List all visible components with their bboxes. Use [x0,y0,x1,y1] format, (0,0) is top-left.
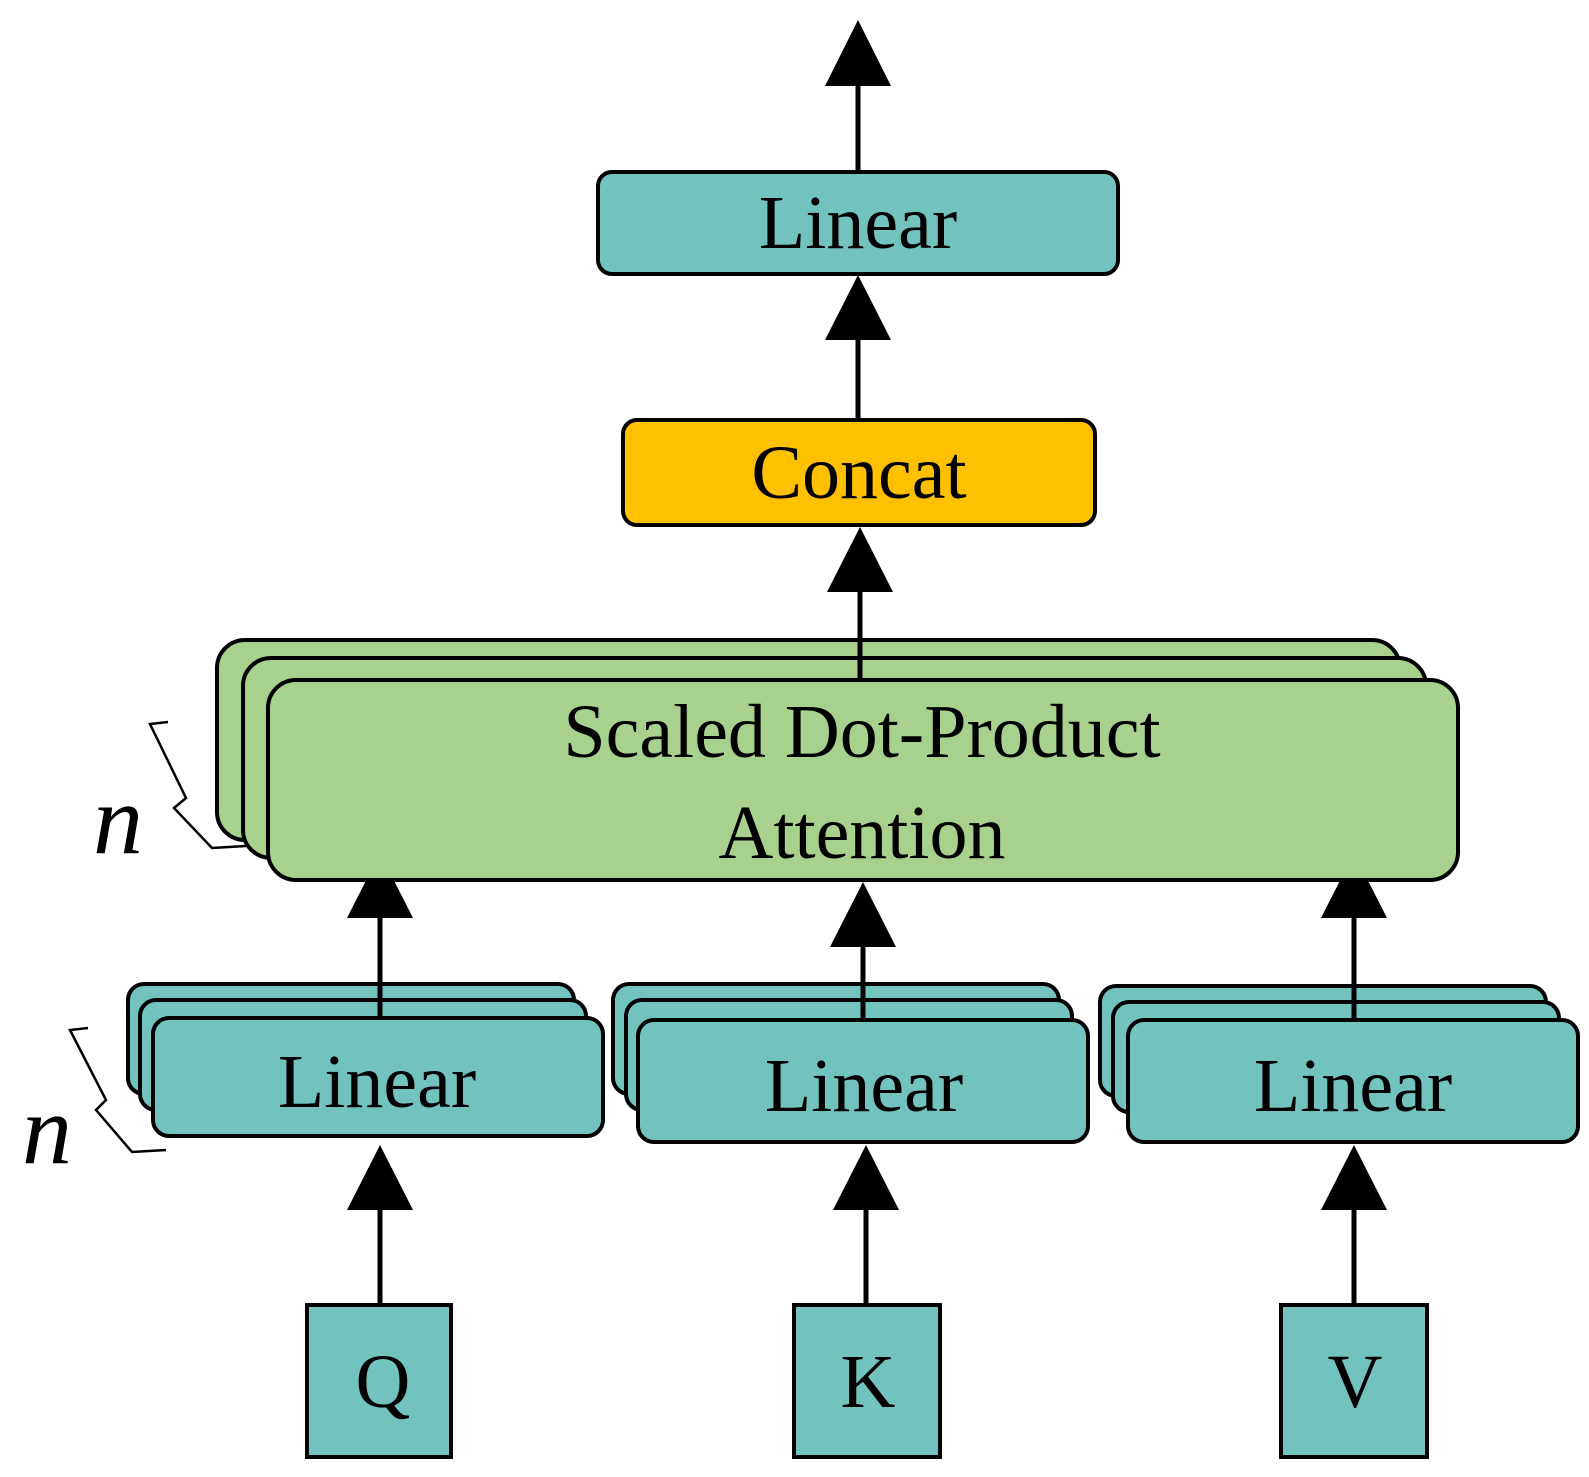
top-linear-label: Linear [759,181,957,265]
linear-stack-v: Linear [1098,908,1580,1144]
head-count-label-bottom: n [22,1075,72,1186]
concat-block: Concat [621,418,1097,527]
attention-stack: Scaled Dot-Product Attention [215,582,1460,882]
output-arrow [825,20,891,172]
linear-k-label: Linear [765,1044,963,1128]
input-v-label: V [1328,1340,1383,1424]
linear-stack-k: Linear [611,937,1090,1144]
head-count-label-top: n [93,765,143,876]
input-k: K [792,1200,942,1459]
head-count-brace-top: n [93,720,247,876]
attention-label-line2: Attention [718,791,1005,875]
linear-stack-q: Linear [126,908,605,1138]
input-v: V [1279,1200,1429,1459]
attention-label-line1: Scaled Dot-Product [563,690,1160,774]
concat-label: Concat [751,431,966,515]
head-count-brace-bottom: n [22,1026,167,1186]
input-q: Q [305,1200,453,1459]
top-linear-block: Linear [596,170,1120,276]
linear-q-label: Linear [278,1040,476,1124]
attention-layer-front [266,678,1460,882]
linear-v-label: Linear [1254,1044,1452,1128]
concat-to-linear-arrow [825,275,891,420]
input-k-label: K [841,1340,896,1424]
input-q-label: Q [356,1340,411,1424]
